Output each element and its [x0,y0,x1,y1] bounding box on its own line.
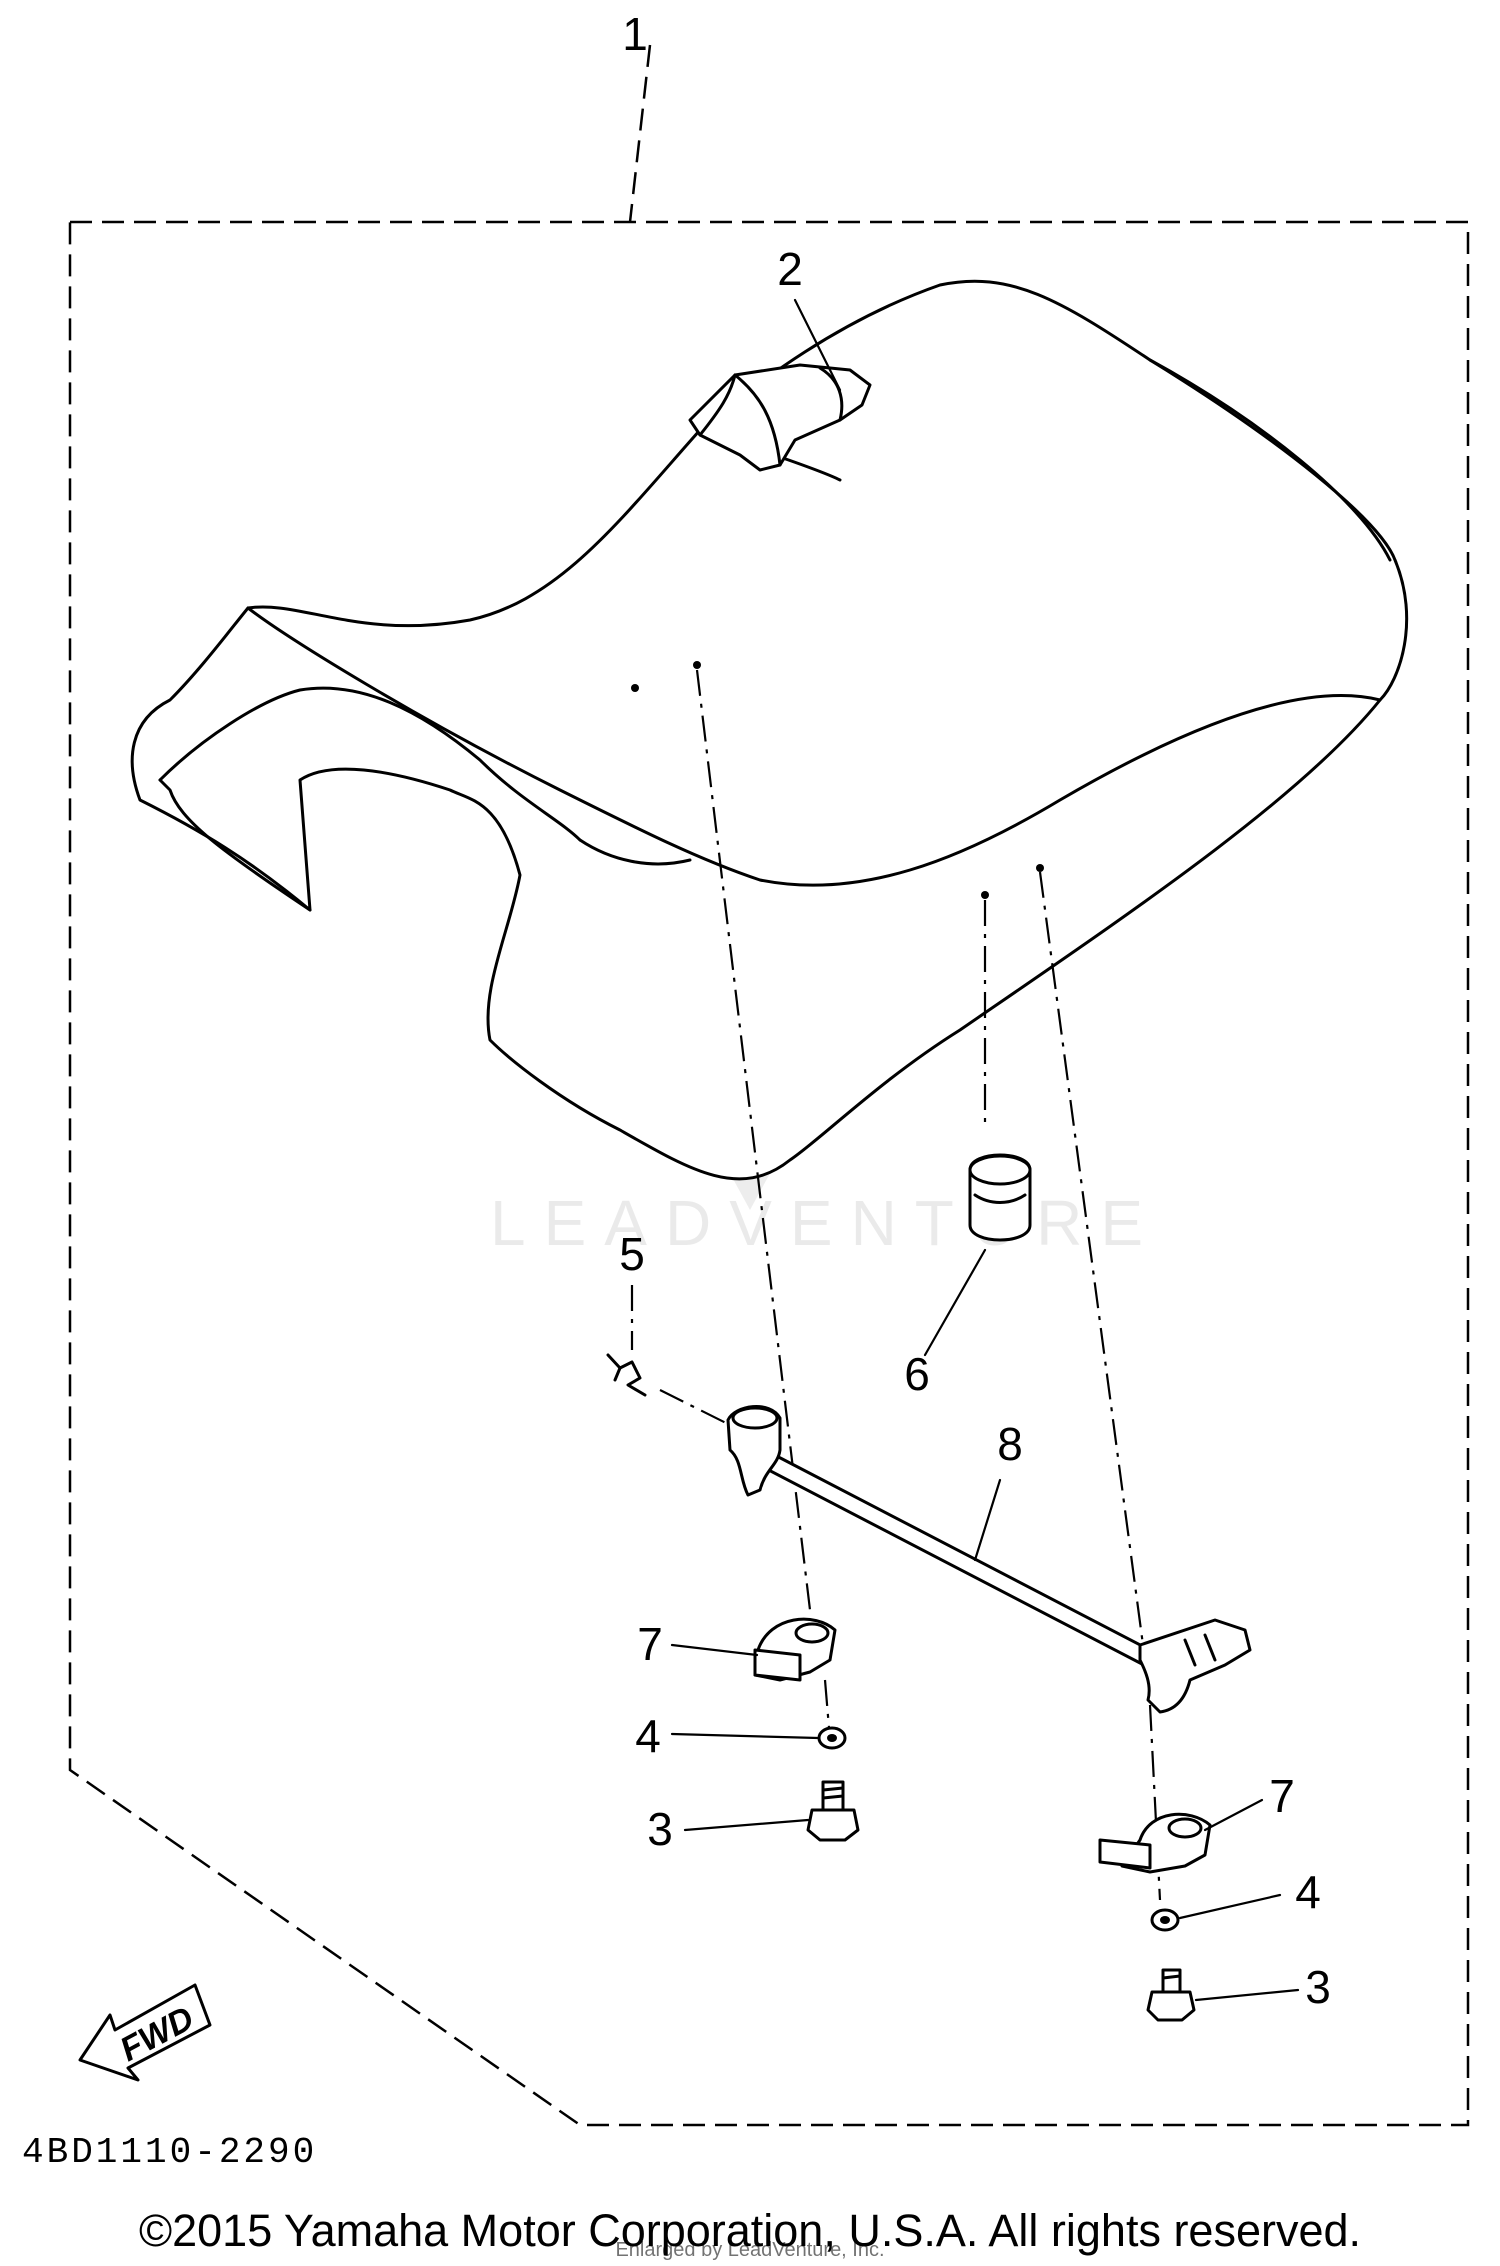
callout-3-right-leader [1194,1988,1300,2002]
seat-wing [158,778,312,912]
callout-7-right-leader [1203,1798,1264,1832]
fwd-arrow: FWD [78,1983,212,2082]
washer-right [1150,1908,1180,1932]
rod [726,1404,1252,1714]
callout-6: 6 [904,1348,930,1400]
callout-8-leader [973,1478,1002,1562]
callout-3-left-leader [683,1818,810,1832]
seat-notch [578,838,692,866]
callout-2: 2 [777,243,803,295]
center-line-left [695,669,812,1611]
copyright-text: ©2015 Yamaha Motor Corporation, U.S.A. A… [139,2205,1361,2256]
bracket-right [1098,1812,1212,1874]
clip [606,1353,647,1397]
seat [130,279,1409,1181]
washer-left [817,1726,847,1750]
clip-line [659,1389,731,1426]
callout-2-leader [793,298,842,392]
callout-7-left: 7 [637,1618,663,1670]
callout-3-right: 3 [1305,1961,1331,2013]
bolt-left [806,1780,860,1842]
seat-front-contour [158,686,582,842]
callout-4-left-leader [670,1732,820,1740]
bolt-right [1146,1968,1196,2022]
center-line-right [1038,871,1147,1661]
callout-3-left: 3 [647,1803,673,1855]
callout-4-right: 4 [1295,1866,1321,1918]
seat-rear-top [1148,358,1392,562]
assembly-leader-line [628,44,652,223]
seat-edge-contour [246,606,1382,887]
callout-6-leader [923,1248,987,1357]
callout-4-left: 4 [635,1710,661,1762]
seat-strap [688,363,872,472]
callout-1: 1 [622,8,648,60]
assembly-boundary [68,220,1470,2127]
bracket-left [753,1617,837,1682]
diagram-code: 4BD1110-2290 [22,2132,317,2173]
watermark-text: LEADVENTURE [490,1187,1161,1259]
callout-5: 5 [619,1228,645,1280]
mounting-holes [631,661,1044,899]
callout-7-right: 7 [1269,1770,1295,1822]
damper [968,1153,1032,1242]
callout-4-right-leader [1178,1893,1282,1920]
callout-8: 8 [997,1418,1023,1470]
credit-text: Enlarged by LeadVenture, Inc. [615,2239,884,2261]
callout-7-left-leader [670,1643,759,1657]
